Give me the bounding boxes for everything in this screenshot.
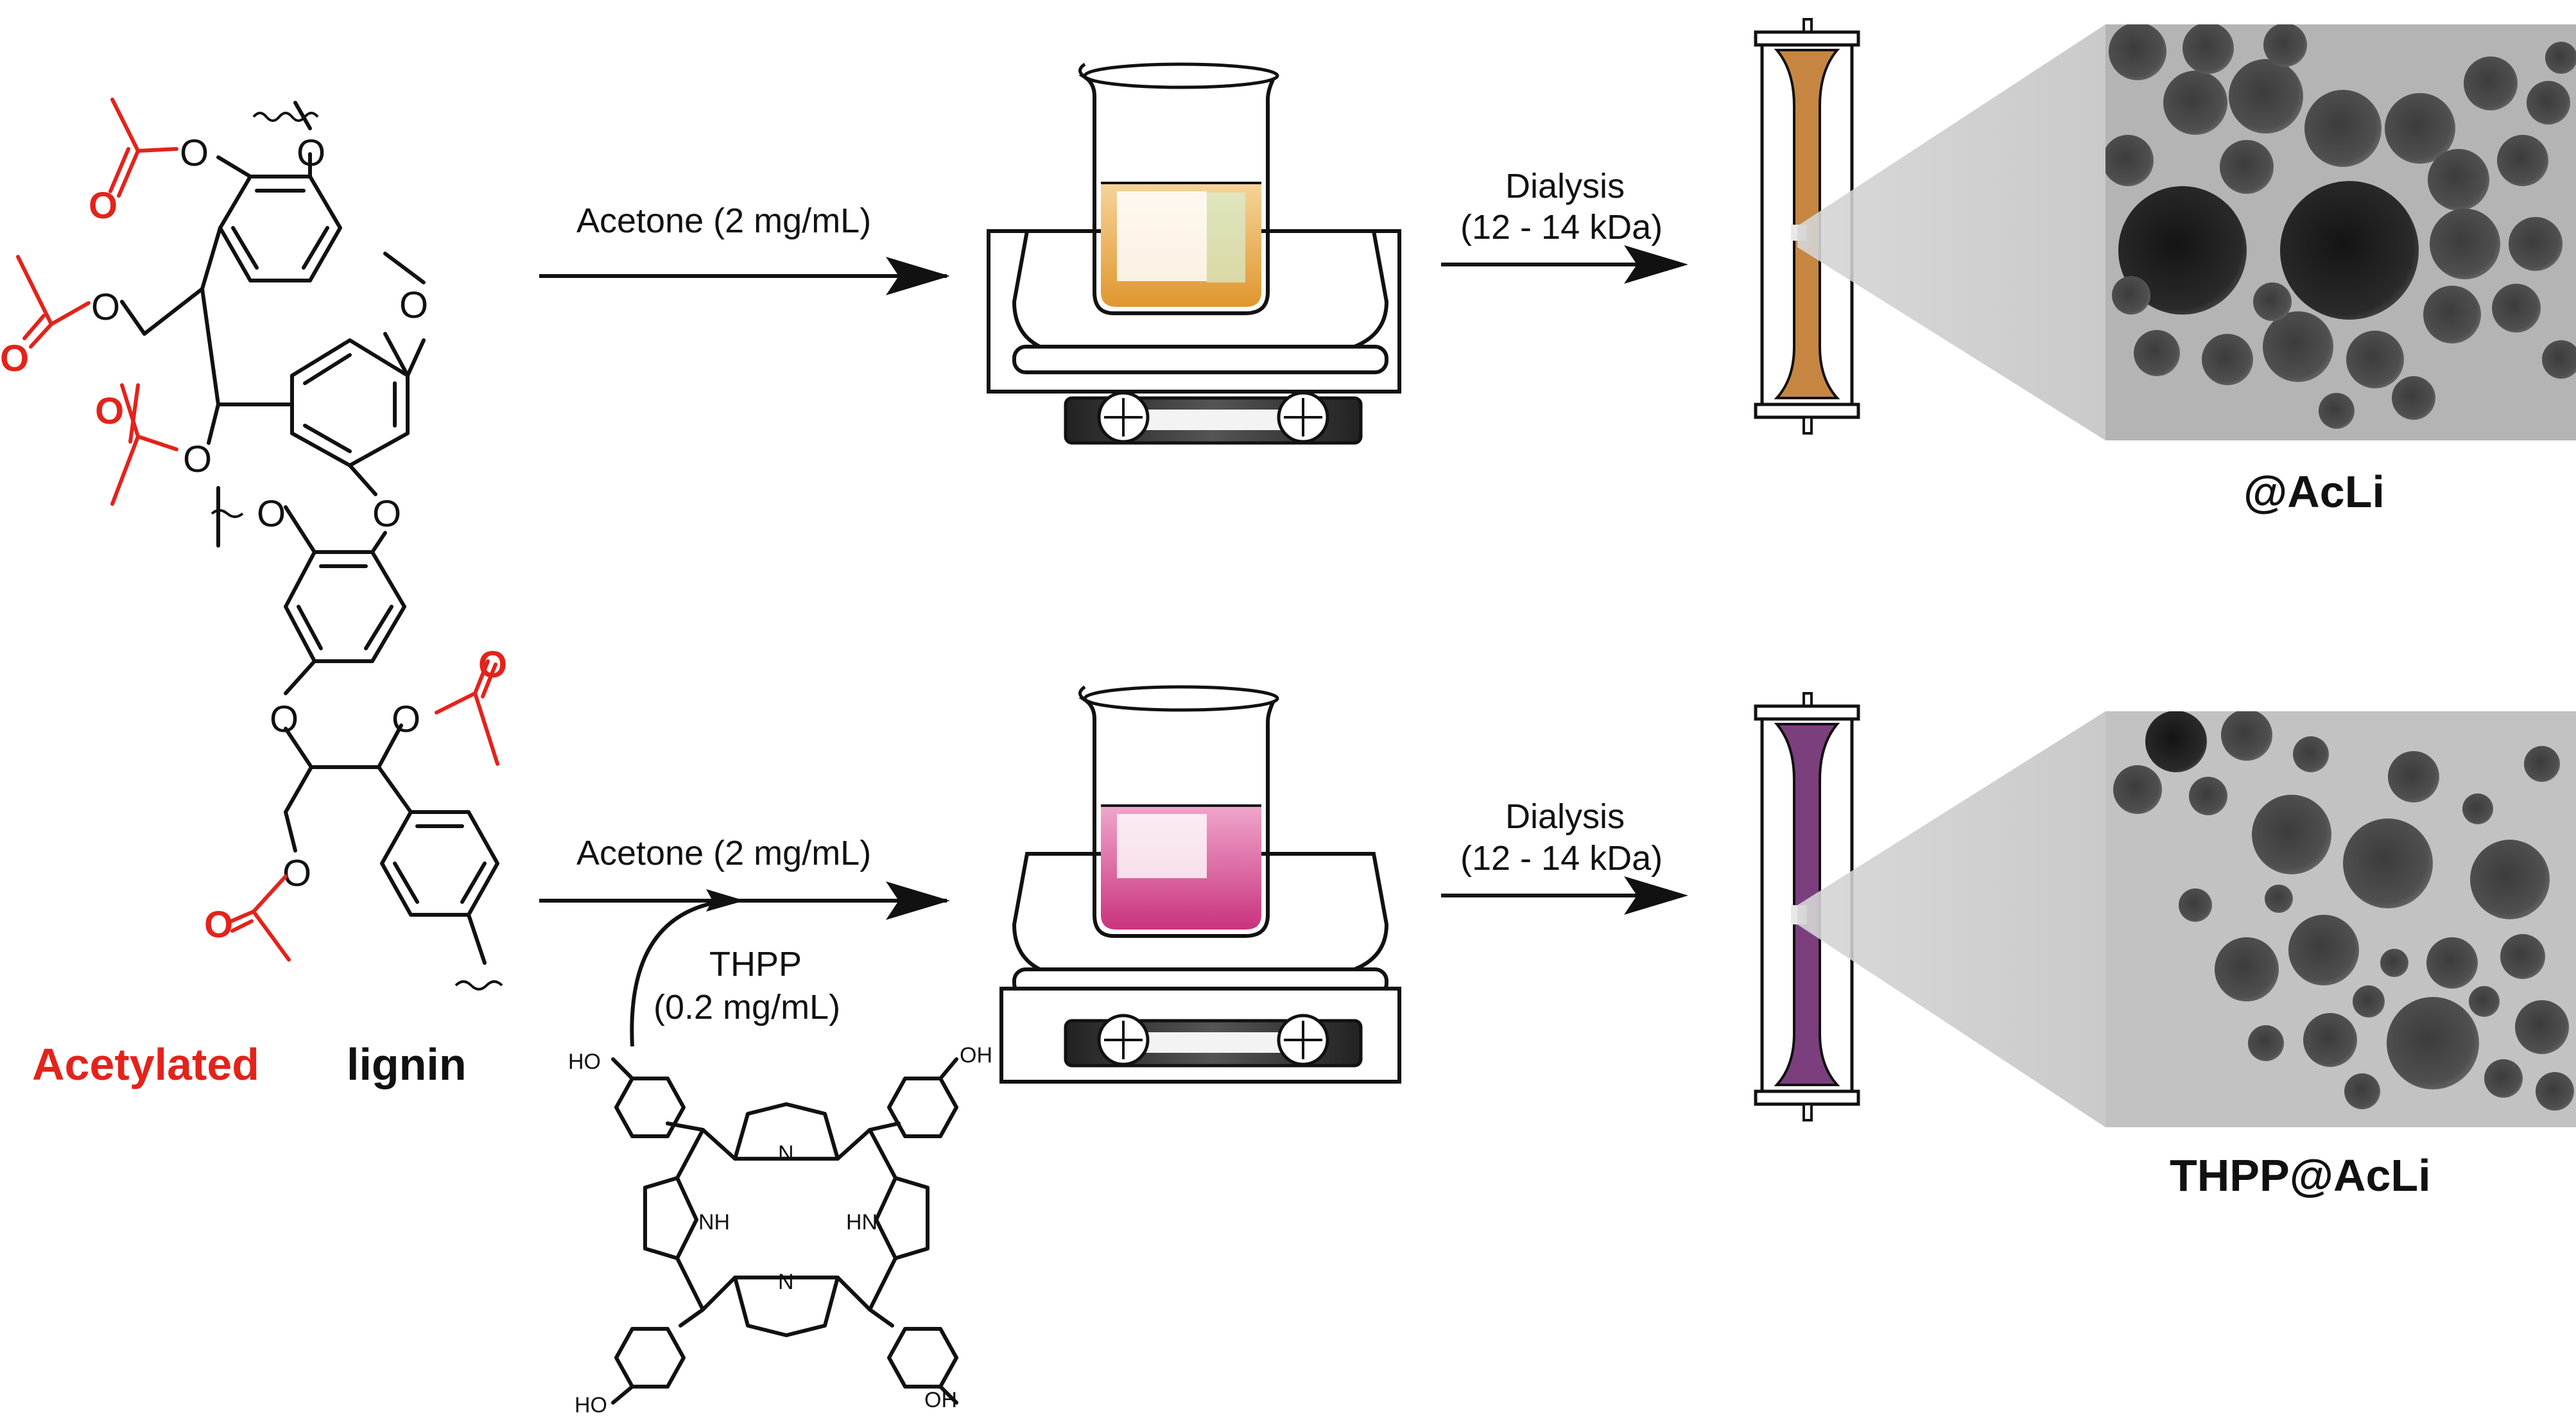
- top-dialysis-cutoff: (12 - 14 kDa): [1460, 208, 1663, 247]
- top-dialysis-title: Dialysis: [1505, 167, 1625, 205]
- bottom-beaker: [1078, 685, 1279, 938]
- atom-o: O: [399, 284, 428, 326]
- top-tem-image: [2105, 24, 2576, 440]
- bottom-arrowhead: [886, 881, 950, 920]
- atom-o: O: [180, 132, 209, 174]
- top-beaker: [1078, 62, 1279, 315]
- atom-n: N: [778, 1141, 794, 1166]
- atom-o-carbonyl: O: [478, 644, 507, 686]
- acetylated-lignin-structure: O O O O O O O O: [0, 98, 507, 991]
- atom-o: O: [270, 698, 298, 740]
- atom-o: O: [372, 493, 401, 535]
- top-zoom-cone: [1797, 24, 2105, 440]
- atom-o: O: [183, 438, 212, 480]
- bottom-tem-image: [2105, 711, 2576, 1127]
- atom-o: O: [91, 286, 120, 328]
- atom-o: O: [297, 132, 325, 174]
- top-solvent-label: Acetone (2 mg/mL): [576, 202, 871, 240]
- top-route: Acetone (2 mg/mL) Dialy: [539, 18, 2576, 517]
- atom-o: O: [392, 698, 420, 740]
- bottom-dialysis-title: Dialysis: [1505, 797, 1625, 836]
- bottom-product-label: THPP@AcLi: [2170, 1150, 2431, 1200]
- atom-o-carbonyl: O: [204, 904, 233, 946]
- lignin-caption-black: lignin: [347, 1039, 467, 1089]
- thpp-structure: N N NH HN HO OH HO OH: [568, 1043, 992, 1417]
- bottom-solvent-label: Acetone (2 mg/mL): [576, 834, 871, 872]
- atom-oh: OH: [924, 1388, 957, 1412]
- atom-o-carbonyl: O: [0, 338, 29, 379]
- bottom-dialysis-cutoff: (12 - 14 kDa): [1460, 839, 1663, 878]
- atom-n: N: [778, 1270, 794, 1294]
- bottom-zoom-cone: [1797, 711, 2105, 1127]
- atom-hn: HN: [846, 1210, 877, 1234]
- thpp-name-label: THPP: [709, 945, 802, 983]
- atom-ho: HO: [575, 1393, 607, 1417]
- atom-o: O: [257, 493, 286, 535]
- atom-ho: HO: [568, 1050, 601, 1074]
- atom-o-carbonyl: O: [95, 390, 124, 432]
- top-arrowhead: [886, 257, 950, 295]
- lignin-caption: Acetylated lignin: [32, 1039, 467, 1089]
- atom-oh: OH: [960, 1043, 992, 1068]
- atom-o-carbonyl: O: [89, 185, 117, 227]
- thpp-conc-label: (0.2 mg/mL): [653, 988, 840, 1026]
- top-dialysis-arrowhead: [1624, 245, 1688, 284]
- lignin-caption-red: Acetylated: [32, 1039, 259, 1089]
- bottom-dialysis-arrowhead: [1624, 876, 1688, 915]
- atom-o: O: [282, 853, 311, 894]
- top-product-label: @AcLi: [2243, 467, 2385, 517]
- bottom-route: Acetone (2 mg/mL) THPP (0.2 mg/mL): [539, 685, 2576, 1200]
- addition-arrowhead: [706, 889, 745, 912]
- atom-nh: NH: [698, 1210, 730, 1234]
